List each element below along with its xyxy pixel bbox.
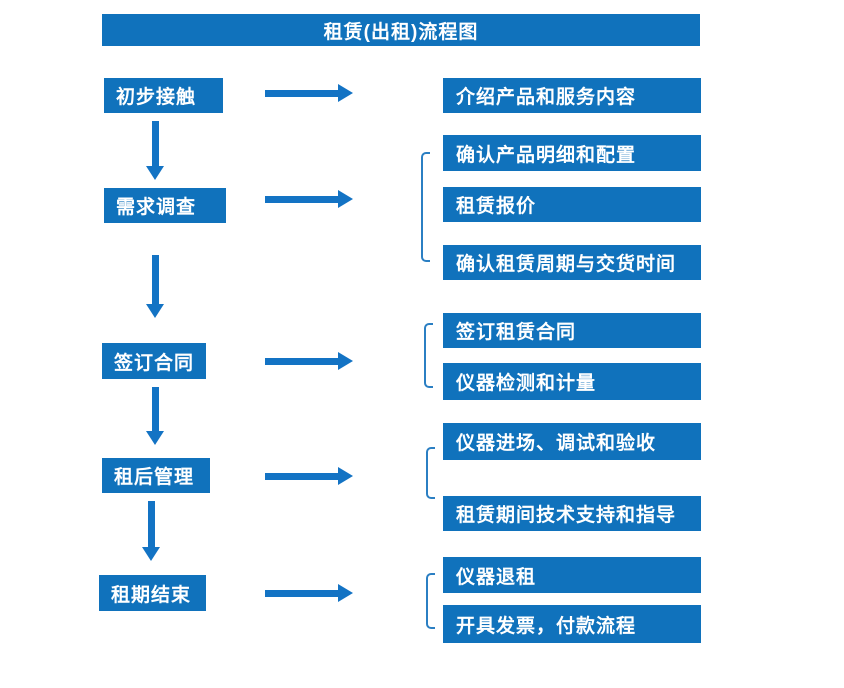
stage-label: 租期结束	[111, 584, 192, 606]
detail-label: 确认租赁周期与交货时间	[456, 254, 677, 275]
detail-box-instrument-testing: 仪器检测和计量	[443, 363, 701, 400]
stage-label: 初步接触	[116, 87, 197, 108]
bracket-connector	[424, 323, 433, 388]
detail-box-instrument-setup-acceptance: 仪器进场、调试和验收	[443, 423, 701, 460]
right-arrow-icon	[265, 84, 353, 102]
detail-label: 介绍产品和服务内容	[456, 87, 637, 108]
stage-box-sign-contract: 签订合同	[102, 343, 206, 379]
stage-label: 需求调查	[116, 197, 197, 218]
detail-box-confirm-rental-period: 确认租赁周期与交货时间	[443, 245, 701, 280]
detail-box-invoice-payment: 开具发票，付款流程	[443, 605, 701, 643]
detail-label: 租赁报价	[456, 196, 537, 217]
detail-label: 仪器检测和计量	[456, 373, 597, 394]
stage-label: 租后管理	[114, 467, 195, 488]
right-arrow-icon	[265, 190, 353, 208]
bracket-connector	[426, 447, 435, 499]
stage-label: 签订合同	[114, 352, 195, 374]
detail-box-confirm-product-details: 确认产品明细和配置	[443, 135, 701, 171]
detail-box-introduce-products: 介绍产品和服务内容	[443, 78, 701, 113]
detail-box-technical-support: 租赁期间技术支持和指导	[443, 496, 701, 531]
bracket-connector	[426, 573, 435, 629]
down-arrow-icon	[146, 121, 164, 180]
stage-box-initial-contact: 初步接触	[104, 78, 223, 113]
detail-label: 确认产品明细和配置	[456, 144, 637, 166]
down-arrow-icon	[146, 255, 164, 318]
stage-box-post-rental-management: 租后管理	[102, 458, 210, 493]
bracket-connector	[421, 152, 430, 262]
flowchart-title: 租赁(出租)流程图	[323, 21, 479, 43]
detail-box-sign-rental-contract: 签订租赁合同	[443, 313, 701, 348]
flowchart-title-bar: 租赁(出租)流程图	[102, 14, 700, 46]
detail-label: 仪器退租	[456, 566, 537, 588]
detail-box-rental-quotation: 租赁报价	[443, 187, 701, 222]
stage-box-rental-end: 租期结束	[99, 575, 206, 611]
right-arrow-icon	[265, 584, 353, 602]
detail-label: 租赁期间技术支持和指导	[456, 505, 677, 526]
right-arrow-icon	[265, 352, 353, 370]
down-arrow-icon	[142, 501, 160, 561]
down-arrow-icon	[146, 387, 164, 445]
detail-label: 仪器进场、调试和验收	[456, 433, 657, 454]
right-arrow-icon	[265, 467, 353, 485]
detail-label: 签订租赁合同	[456, 322, 577, 343]
detail-label: 开具发票，付款流程	[456, 615, 637, 637]
stage-box-demand-survey: 需求调查	[104, 188, 226, 223]
detail-box-instrument-return: 仪器退租	[443, 557, 701, 593]
